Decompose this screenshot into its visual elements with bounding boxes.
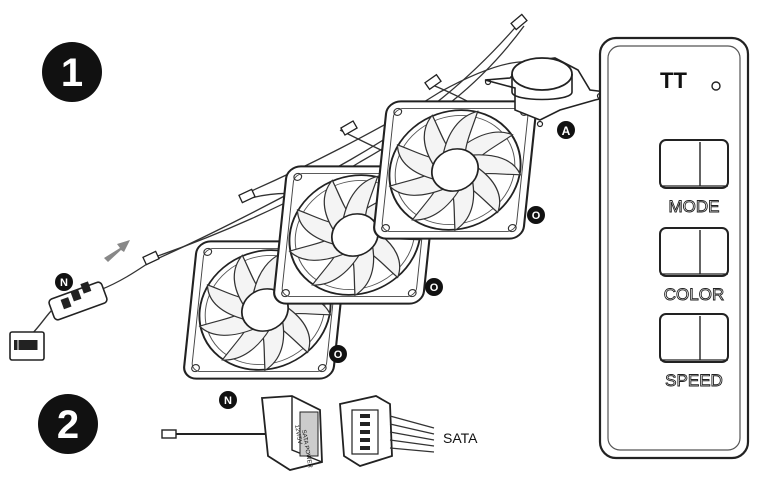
callout-n-top: N [55, 273, 73, 291]
mode-label: MODE [669, 197, 720, 216]
sata-cable-step2 [161, 429, 268, 439]
speed-label: SPEED [665, 371, 723, 390]
status-led-icon [711, 81, 721, 91]
svg-text:A: A [562, 124, 571, 138]
step-2-badge: 2 [38, 394, 98, 454]
svg-text:O: O [532, 210, 541, 222]
sata-label: SATA [443, 430, 478, 446]
svg-text:N: N [60, 277, 68, 289]
speed-button[interactable] [659, 313, 729, 363]
mode-button[interactable] [659, 139, 729, 189]
sata-plug-step1 [9, 331, 45, 361]
splitter-module [29, 281, 108, 337]
step-1-badge: 1 [42, 42, 102, 102]
step-1-number: 1 [61, 51, 83, 95]
sata-connector-female [339, 395, 435, 467]
callout-o-right: O [527, 206, 545, 224]
callout-o-left: O [329, 345, 347, 363]
sata-power-adapter: SATA POWER 12V/5V [261, 395, 323, 471]
tt-logo: TT [660, 68, 687, 93]
callout-n-bottom: N [219, 391, 237, 409]
svg-text:O: O [334, 349, 343, 361]
svg-text:N: N [224, 395, 232, 407]
controller-hub [484, 57, 608, 128]
direction-arrow [104, 240, 130, 262]
callout-a: A [557, 121, 575, 139]
color-button[interactable] [659, 227, 729, 277]
callout-o-middle: O [425, 278, 443, 296]
sata-plug-text-2: 12V/5V [293, 424, 302, 444]
svg-text:O: O [430, 282, 439, 294]
cable-connectors [142, 13, 528, 266]
step-2-number: 2 [57, 403, 79, 447]
fan-right [371, 100, 539, 240]
color-label: COLOR [664, 285, 724, 304]
